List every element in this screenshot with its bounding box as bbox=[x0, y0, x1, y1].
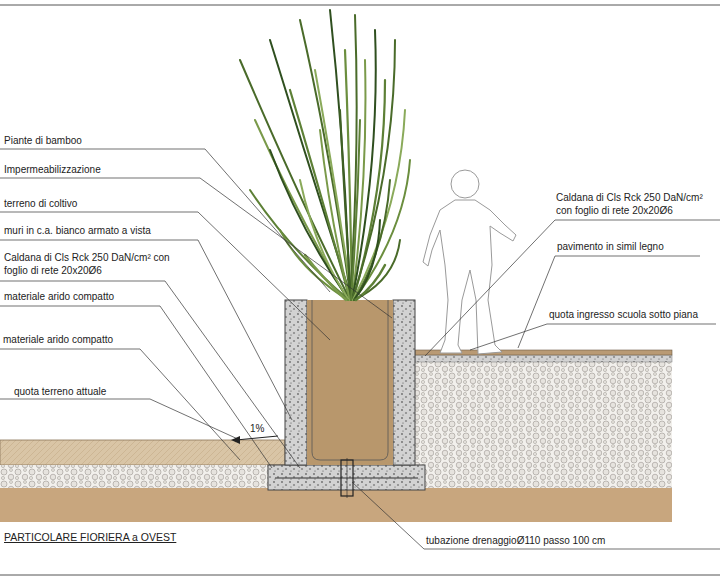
screed-label: Caldana di Cls Rck 250 DaN/cm² con fogli… bbox=[4, 251, 176, 277]
fill-label: materiale arido compatto bbox=[4, 290, 114, 303]
ground-level-label: quota terreno attuale bbox=[14, 385, 106, 398]
wall-label: muri in c.a. bianco armato a vista bbox=[4, 224, 151, 237]
screed-label: Caldana di Cls Rck 250 DaN/cm² con fogli… bbox=[556, 191, 716, 217]
waterproofing-label: Impermeabilizzazione bbox=[4, 163, 101, 176]
fill-label: materiale arido compatto bbox=[3, 333, 113, 346]
plant-label: Piante di bamboo bbox=[4, 134, 82, 147]
soil-label: terreno di coltivo bbox=[4, 197, 77, 210]
drawing-title: PARTICOLARE FIORIERA a OVEST bbox=[4, 531, 176, 544]
slope-label: 1% bbox=[250, 422, 264, 435]
entrance-level-label: quota ingresso scuola sotto piana bbox=[549, 308, 698, 321]
drain-pipe-label: tubazione drenaggioØ110 passo 100 cm bbox=[426, 534, 605, 547]
floor-label: pavimento in simil legno bbox=[557, 240, 664, 253]
